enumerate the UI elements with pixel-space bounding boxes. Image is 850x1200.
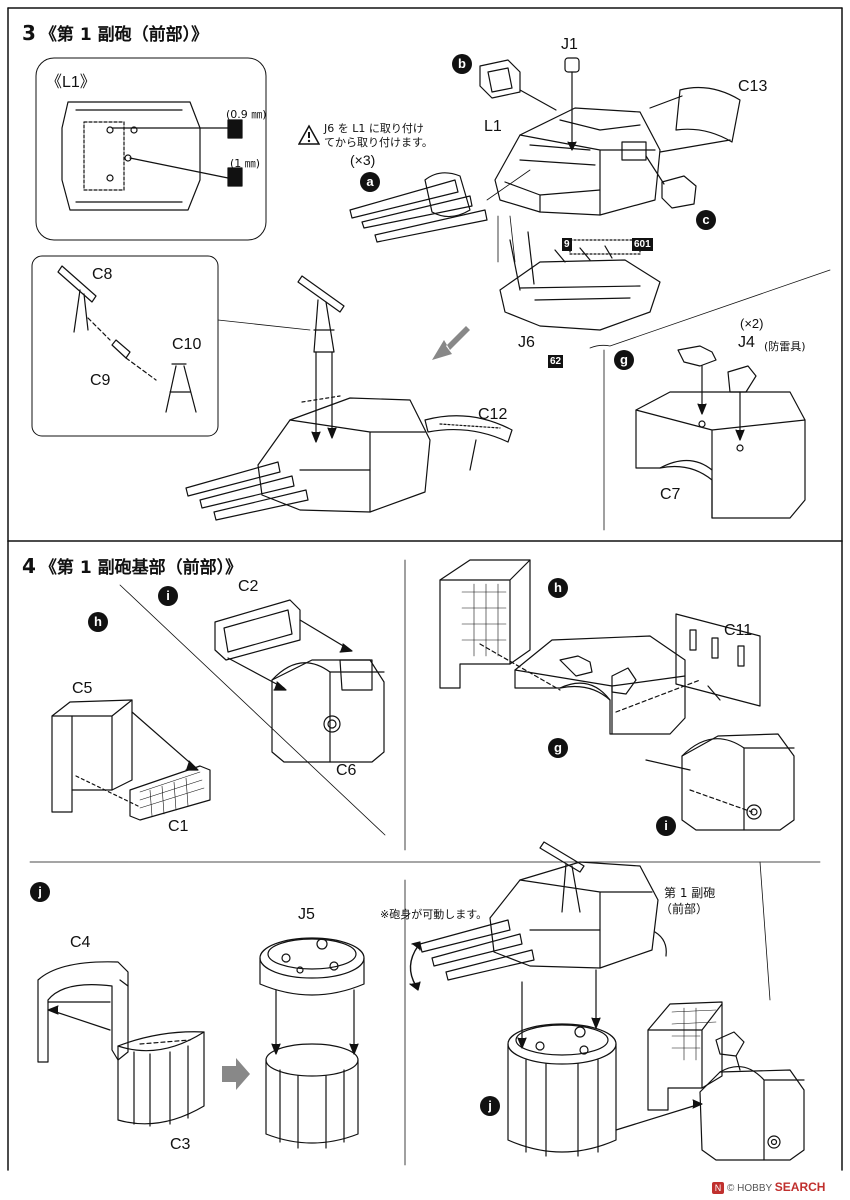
part-label-l1: L1	[484, 118, 502, 135]
part-label-c13: C13	[738, 78, 768, 95]
part-label-c6: C6	[336, 762, 357, 779]
marker-i-right: i	[656, 816, 676, 836]
movable-barrel-note: ※砲身が可動します。	[380, 908, 488, 921]
assembled-label-line2: （前部）	[660, 902, 709, 916]
drill-size-1mm: (1 ㎜)	[230, 157, 261, 170]
marker-g-right: g	[548, 738, 568, 758]
drill-size-0-9mm: (0.9 ㎜)	[226, 108, 267, 121]
watermark-logo-icon: N	[712, 1182, 724, 1194]
warning-note-line1: J6 を L1 に取り付け	[324, 122, 424, 135]
part-label-c3: C3	[170, 1136, 191, 1153]
marker-j: j	[30, 882, 50, 902]
step-3-heading: 《第 1 副砲（前部）》	[39, 25, 209, 45]
part-label-c1: C1	[168, 818, 189, 835]
step-3-number: 3	[22, 21, 36, 45]
part-label-c9: C9	[90, 372, 111, 389]
part-number-62: 62	[548, 355, 564, 368]
part-label-c11: C11	[724, 622, 753, 639]
part-label-j4: J4	[738, 334, 755, 351]
part-label-c8: C8	[92, 266, 113, 283]
j4-description: (防雷具)	[764, 340, 806, 353]
part-label-c10: C10	[172, 336, 202, 353]
part-label-c2: C2	[238, 578, 259, 595]
part-number-9: 9	[562, 238, 572, 251]
marker-i: i	[158, 586, 178, 606]
part-label-j5: J5	[298, 906, 315, 923]
marker-a: a	[360, 172, 380, 192]
step-4-number: 4	[22, 554, 36, 578]
part-label-j6: J6	[518, 334, 535, 351]
inset-l1-title: 《L1》	[46, 74, 96, 91]
marker-h: h	[88, 612, 108, 632]
marker-j-right: j	[480, 1096, 500, 1116]
marker-b: b	[452, 54, 472, 74]
part-label-c12: C12	[478, 406, 508, 423]
part-label-c4: C4	[70, 934, 91, 951]
part-label-j1: J1	[561, 36, 578, 53]
assembled-label-line1: 第 1 副砲	[664, 886, 716, 900]
part-label-c7: C7	[660, 486, 681, 503]
part-label-c5: C5	[72, 680, 93, 697]
hobby-search-watermark: N© HOBBY SEARCH	[712, 1180, 825, 1194]
watermark-brand: SEARCH	[774, 1180, 826, 1194]
marker-g: g	[614, 350, 634, 370]
warning-icon	[297, 124, 321, 146]
qty-a: (×3)	[350, 152, 376, 168]
marker-c: c	[696, 210, 716, 230]
step-4-title: 4《第 1 副砲基部（前部）》	[22, 553, 242, 578]
qty-j4: (×2)	[740, 316, 764, 331]
warning-note-line2: てから取り付けます。	[324, 136, 433, 149]
watermark-prefix: © HOBBY	[727, 1183, 775, 1194]
step-4-heading: 《第 1 副砲基部（前部）》	[39, 558, 243, 578]
marker-h-right: h	[548, 578, 568, 598]
step-3-title: 3《第 1 副砲（前部）》	[22, 20, 208, 45]
part-number-601: 601	[632, 238, 653, 251]
